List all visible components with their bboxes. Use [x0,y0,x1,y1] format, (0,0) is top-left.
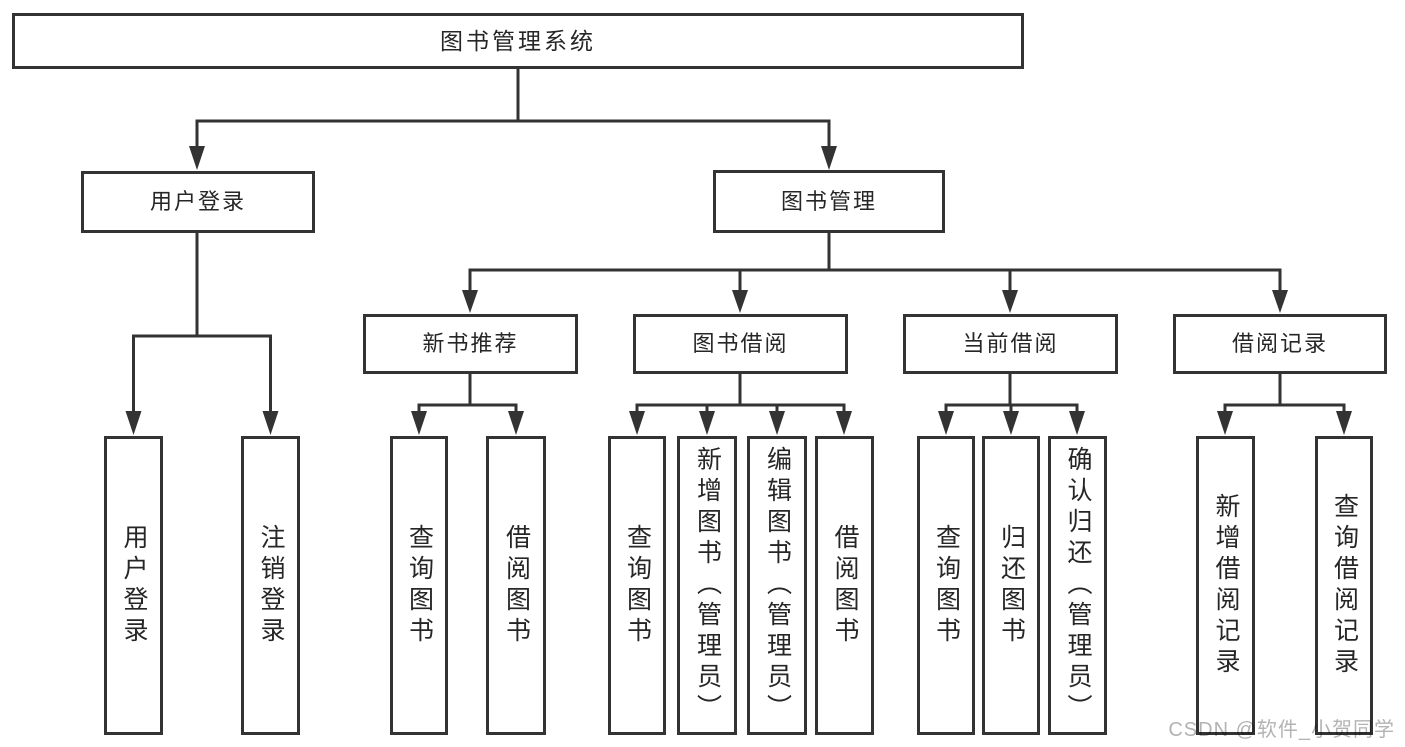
leaf-label: 用户登录 [120,523,148,648]
leaf-current-confirm-return-admin: 确认归还（管理员） [1048,436,1107,735]
leaf-label: 新增借阅记录 [1212,492,1240,679]
node-label: 借阅记录 [1231,331,1328,356]
leaf-label: 查询图书 [623,523,652,648]
connector-root-to-level2 [189,67,837,170]
leaf-label: 新增图书（管理员） [693,446,722,725]
node-label: 新书推荐 [422,331,519,356]
node-label: 用户登录 [149,189,246,214]
csdn-watermark: CSDN @软件_小贺同学 [1168,719,1395,741]
node-book-borrow: 图书借阅 [633,314,848,374]
leaf-label: 查询图书 [932,523,961,648]
connector-borrow-records-children [1217,372,1352,435]
connector-user-login-children [125,231,279,435]
node-book-management: 图书管理 [713,170,945,233]
node-new-book-recommend: 新书推荐 [363,314,578,374]
leaf-user-login: 用户登录 [104,436,163,735]
connector-new-book-rec-children [411,372,524,435]
leaf-label: 确认归还（管理员） [1064,446,1092,725]
leaf-borrow-borrow-books: 借阅图书 [815,436,874,735]
node-borrow-records: 借阅记录 [1173,314,1387,374]
leaf-records-add-record: 新增借阅记录 [1196,436,1255,735]
leaf-label: 查询借阅记录 [1330,492,1359,679]
node-user-login: 用户登录 [81,171,315,233]
leaf-label: 借阅图书 [502,523,531,648]
connector-book-management-children [462,231,1288,313]
node-label: 图书管理 [780,188,877,214]
leaf-label: 归还图书 [997,523,1026,648]
leaf-label: 注销登录 [257,523,285,648]
leaf-newrec-query-books: 查询图书 [390,436,448,735]
node-label: 图书借阅 [692,331,789,356]
leaf-newrec-borrow-books: 借阅图书 [486,436,546,735]
leaf-label: 编辑图书（管理员） [763,446,792,725]
leaf-current-query-books: 查询图书 [917,436,975,735]
leaf-label: 查询图书 [405,523,434,648]
leaf-logout: 注销登录 [241,436,300,735]
node-current-borrow: 当前借阅 [903,314,1118,374]
leaf-borrow-add-books-admin: 新增图书（管理员） [677,436,737,735]
node-label: 当前借阅 [962,331,1059,356]
connector-current-borrow-children [938,372,1085,435]
leaf-label: 借阅图书 [831,523,859,648]
leaf-borrow-query-books: 查询图书 [608,436,666,735]
leaf-records-query-record: 查询借阅记录 [1315,436,1373,735]
node-label: 图书管理系统 [440,27,596,54]
connector-book-borrow-children [629,372,852,435]
leaf-borrow-edit-books-admin: 编辑图书（管理员） [747,436,807,735]
leaf-current-return-books: 归还图书 [982,436,1040,735]
node-library-management-system: 图书管理系统 [12,13,1024,69]
